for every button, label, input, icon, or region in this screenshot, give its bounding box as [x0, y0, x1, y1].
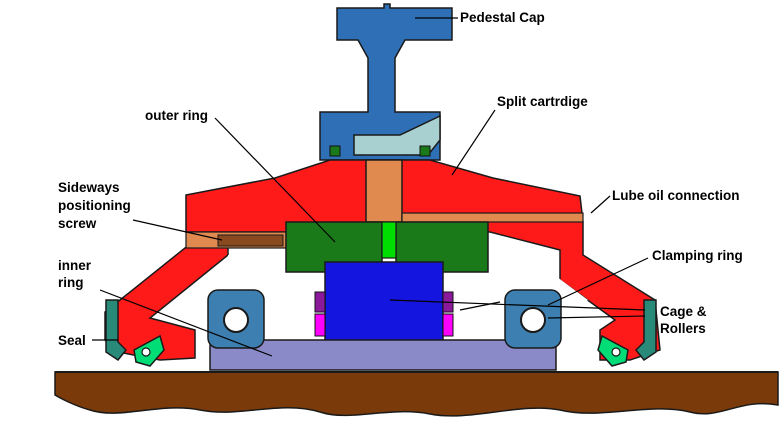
leader-split-cartridge — [451, 109, 496, 176]
housing-split-strip — [365, 159, 403, 223]
seal-left-housing — [105, 299, 128, 362]
cage-left-top — [314, 291, 326, 313]
label-pedestal-cap: Pedestal Cap — [460, 10, 545, 25]
cage-right-bottom — [442, 313, 454, 337]
label-inner-line1: inner — [58, 258, 92, 273]
label-cage-line2: Rollers — [660, 321, 706, 336]
clamping-ring-right-bolt — [520, 307, 546, 333]
leader-cage-rollers-3 — [547, 315, 646, 319]
leader-cage-rollers-2 — [459, 301, 501, 311]
pedestal-cap — [319, 3, 453, 161]
clamping-ring-left-bolt — [223, 307, 249, 333]
label-clamping-ring: Clamping ring — [652, 248, 743, 263]
seal-right-housing — [634, 299, 657, 362]
ground-base — [54, 371, 779, 417]
leader-clamping-ring — [547, 257, 649, 306]
sideways-screw — [217, 234, 284, 247]
leader-lube-oil — [590, 195, 611, 214]
leader-cage-rollers-1 — [389, 299, 646, 311]
leader-outer-ring — [214, 117, 336, 243]
leader-sideways-screw — [132, 219, 223, 241]
label-lube-oil: Lube oil connection — [612, 188, 740, 203]
label-seal: Seal — [58, 333, 86, 348]
cartridge-bolt-left — [329, 145, 341, 157]
seal-right-spring — [611, 347, 621, 357]
seal-left-spring — [141, 347, 151, 357]
label-outer-ring: outer ring — [145, 108, 208, 123]
cage-left-bottom — [314, 313, 326, 337]
leader-inner-ring — [99, 289, 273, 357]
label-sideways-line2: positioning — [58, 198, 131, 213]
label-inner-line2: ring — [58, 275, 84, 290]
label-cage-line1: Cage & — [660, 304, 707, 319]
cartridge-bolt-right — [419, 145, 431, 157]
housing-bore — [210, 255, 325, 340]
label-sideways-line3: screw — [58, 216, 97, 231]
label-sideways-line1: Sideways — [58, 180, 120, 195]
rollers-block — [324, 261, 444, 343]
lube-oil-channel — [401, 212, 584, 223]
split-cartridge — [353, 114, 441, 156]
label-split-cartridge: Split cartrdige — [497, 94, 588, 109]
outer-ring-split — [381, 221, 397, 259]
